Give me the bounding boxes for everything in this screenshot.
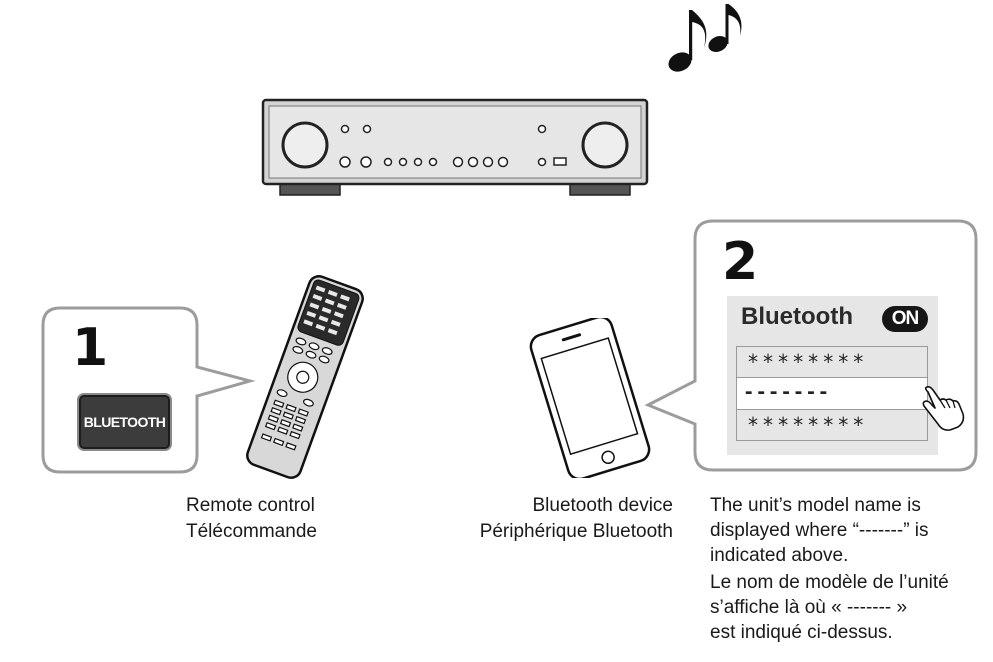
device-list-item[interactable]: ********	[736, 346, 928, 378]
caption-remote-en: Remote control	[186, 495, 315, 516]
caption-device: Bluetooth device Périphérique Bluetooth	[440, 493, 673, 545]
note-en-line-3: indicated above.	[710, 545, 849, 566]
receiver-display-screen: Bluetooth ON ******** ------- ********	[727, 296, 938, 455]
note-fr-line-2: s’affiche là où « ------- »	[710, 597, 908, 618]
screen-title: Bluetooth	[741, 303, 853, 330]
caption-note: The unit’s model name is displayed where…	[710, 493, 990, 645]
note-fr-line-3: est indiqué ci-dessus.	[710, 622, 893, 643]
note-en-line-2: displayed where “-------” is	[710, 520, 929, 541]
device-list-item-selected[interactable]: -------	[736, 378, 928, 409]
status-badge: ON	[882, 306, 928, 332]
caption-remote-fr: Télécommande	[186, 521, 317, 542]
step-number-2: 2	[722, 232, 759, 292]
smartphone-illustration	[529, 318, 651, 478]
remote-control-illustration	[246, 275, 364, 479]
device-list-item[interactable]: ********	[736, 409, 928, 441]
music-notes-icon	[668, 4, 742, 72]
caption-device-fr: Périphérique Bluetooth	[479, 521, 673, 542]
av-receiver-illustration	[261, 98, 649, 196]
pointing-hand-icon	[922, 386, 965, 431]
caption-device-en: Bluetooth device	[532, 495, 674, 516]
note-fr-line-1: Le nom de modèle de l’unité	[710, 572, 949, 593]
step-number-1: 1	[72, 318, 109, 378]
caption-remote: Remote control Télécommande	[186, 493, 317, 545]
bluetooth-button-label: BLUETOOTH	[83, 414, 166, 430]
note-en-line-1: The unit’s model name is	[710, 495, 921, 516]
bluetooth-button[interactable]: BLUETOOTH	[77, 393, 172, 451]
